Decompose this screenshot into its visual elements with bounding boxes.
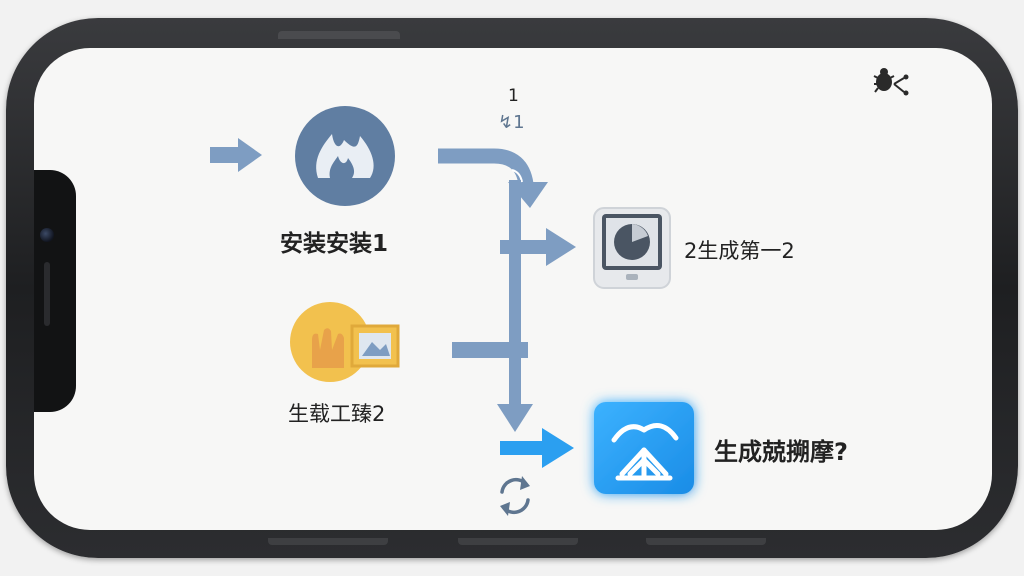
front-camera bbox=[40, 228, 54, 242]
arrow-to-generate2 bbox=[500, 428, 574, 468]
side-button-3 bbox=[646, 538, 766, 545]
install-node-icon[interactable] bbox=[295, 106, 395, 206]
speaker-grille bbox=[44, 262, 50, 326]
curved-arrow bbox=[438, 148, 548, 208]
bug-share-icon[interactable] bbox=[873, 68, 909, 96]
arrow-number-label: ↯1 bbox=[498, 112, 525, 133]
generate2-node-label: 生成兢搠摩? bbox=[714, 438, 848, 466]
refresh-icon[interactable] bbox=[500, 476, 530, 516]
down-arrow-head bbox=[497, 404, 533, 432]
load-node-icon[interactable] bbox=[290, 302, 400, 382]
entry-arrow bbox=[210, 138, 262, 172]
upload-cloud-icon bbox=[611, 423, 679, 481]
branch-from-load bbox=[452, 342, 528, 358]
side-button-1 bbox=[268, 538, 388, 545]
install-node-label: 安装安装1 bbox=[280, 231, 389, 257]
top-number-label: 1 bbox=[508, 86, 519, 106]
load-node-label: 生载工臻2 bbox=[288, 402, 386, 426]
tablet-pie-icon bbox=[632, 224, 648, 242]
flame-icon bbox=[316, 134, 374, 178]
generate1-node-label: 2生成第一2 bbox=[684, 239, 795, 263]
generate1-node-icon[interactable] bbox=[593, 207, 671, 289]
notch bbox=[34, 170, 76, 412]
side-button-2 bbox=[458, 538, 578, 545]
vertical-connector bbox=[509, 180, 521, 408]
volume-button bbox=[278, 31, 400, 39]
hand-image-icon bbox=[312, 328, 344, 368]
branch-arrow-generate1 bbox=[500, 228, 576, 266]
